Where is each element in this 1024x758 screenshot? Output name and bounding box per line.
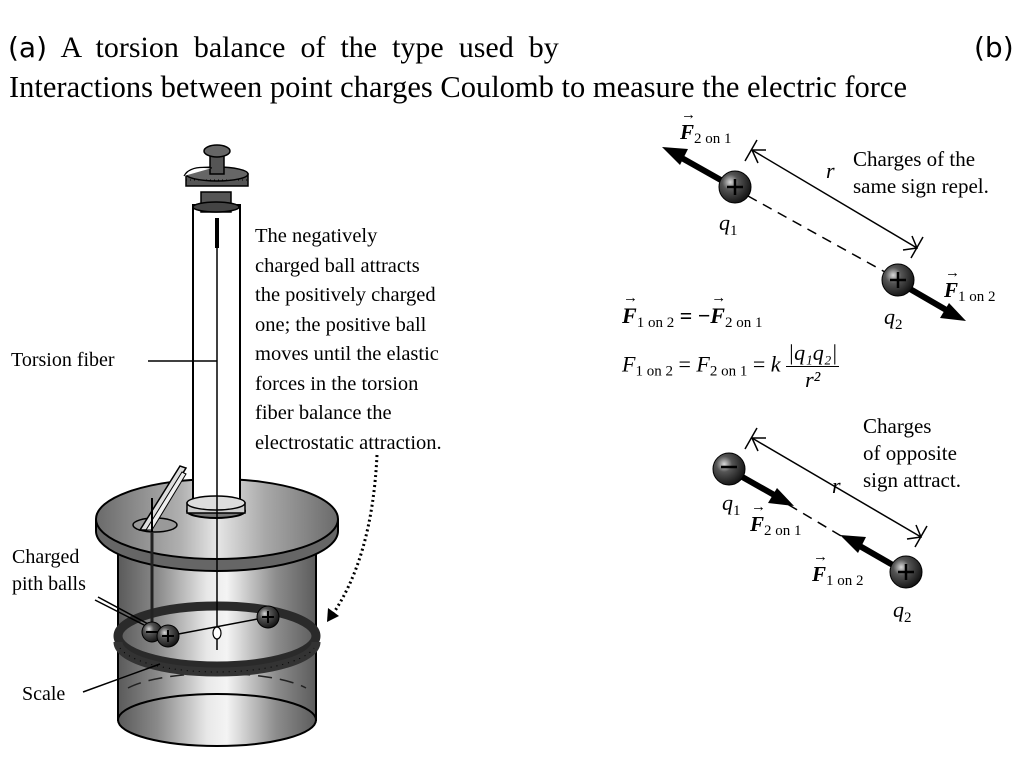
repel-caption: Charges of the same sign repel. (853, 147, 989, 198)
coulomb-fraction: |q₁q₂| r² (786, 340, 840, 392)
label-q1-attract: q1 (722, 490, 741, 519)
label-force-2-on-1-attract: F2 on 1 (750, 499, 802, 540)
pith-ball-positive-far (256, 605, 280, 629)
repel-distance-arrow (744, 139, 924, 259)
charge-q1-negative-attract (712, 452, 746, 486)
pith-ball-positive-near (156, 624, 180, 648)
caption-line: fiber balance the (255, 402, 392, 424)
label-q2-repel: q2 (884, 304, 903, 333)
charge-q1-positive-repel (718, 170, 752, 204)
label-force-1-on-2-attract: F1 on 2 (812, 549, 864, 590)
panel-b-label: (b) (974, 31, 1014, 64)
repel-separation-line (747, 195, 886, 273)
title-text-line-2: Interactions between point charges Coulo… (9, 70, 907, 104)
caption-line: one; the positive ball (255, 313, 427, 336)
torsion-head-knob (183, 144, 249, 213)
caption-line: moves until the elastic (255, 343, 439, 365)
label-force-1-on-2-repel: F1 on 2 (944, 265, 996, 306)
lid-rod (138, 465, 188, 625)
label-torsion-fiber: Torsion fiber (11, 349, 115, 371)
equation-coulombs-law: F1 on 2 = F2 on 1 = k |q₁q₂| r² (622, 340, 840, 392)
caption-line: electrostatic attraction. (255, 431, 442, 454)
panel-a-label: (a) (8, 31, 48, 64)
attract-distance-arrow (744, 427, 928, 548)
label-scale: Scale (22, 683, 66, 705)
torsion-arm (167, 616, 269, 650)
title-text-line-1: A torsion balance of the type used by (60, 31, 559, 64)
label-force-2-on-1-repel: F2 on 1 (680, 107, 732, 148)
caption-line: charged ball attracts (255, 254, 420, 277)
caption-line: the positively charged (255, 284, 436, 306)
figure-title-line-1: (a) A torsion balance of the type used b… (8, 30, 559, 66)
label-distance-r-repel: r (826, 158, 835, 183)
caption-line: forces in the torsion (255, 372, 419, 395)
equation-newtons-third-law: F1 on 2 = −F2 on 1 (622, 290, 762, 332)
label-q1-repel: q1 (719, 210, 738, 239)
caption-line: The negatively (255, 225, 378, 247)
label-q2-attract: q2 (893, 597, 912, 626)
label-distance-r-attract: r (832, 473, 841, 498)
label-charged-pith-balls-line1: Charged (12, 546, 80, 568)
charge-q2-positive-repel (881, 263, 915, 297)
panel-a-caption: The negatively charged ball attracts the… (255, 222, 515, 458)
attract-caption: Charges of opposite sign attract. (863, 414, 961, 492)
charge-q2-positive-attract (889, 555, 923, 589)
label-charged-pith-balls-line2: pith balls (12, 573, 86, 595)
